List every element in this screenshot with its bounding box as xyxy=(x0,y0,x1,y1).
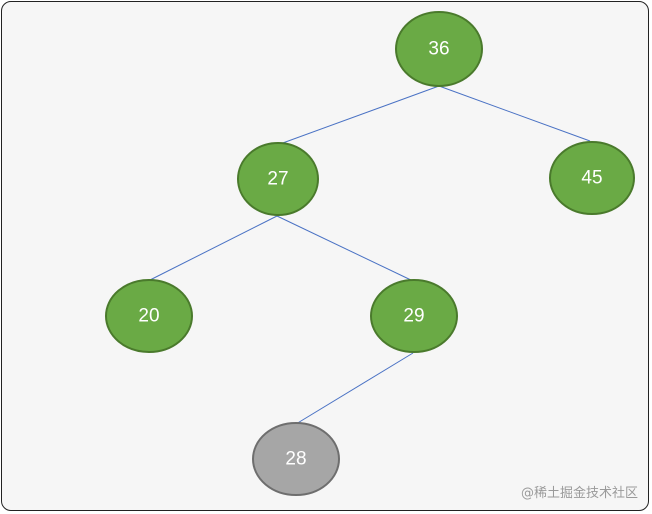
node-27-label: 27 xyxy=(267,169,288,190)
node-20-label: 20 xyxy=(138,306,159,327)
node-29-label: 29 xyxy=(403,306,424,327)
tree-node: 27 xyxy=(237,142,319,216)
edge-36-45 xyxy=(438,85,591,142)
node-27-shape xyxy=(237,142,319,216)
node-45-label: 45 xyxy=(581,168,602,189)
tree-edges xyxy=(149,85,591,425)
edge-27-20 xyxy=(149,215,278,281)
node-28-label: 28 xyxy=(285,449,306,470)
watermark: @稀土掘金技术社区 xyxy=(520,486,638,501)
node-36-shape xyxy=(395,11,483,87)
edge-36-27 xyxy=(279,85,440,145)
tree-node: 20 xyxy=(105,279,193,353)
node-36-label: 36 xyxy=(428,39,449,60)
tree-node: 29 xyxy=(370,279,458,353)
tree-node: 36 xyxy=(395,11,483,87)
tree-node-new: 28 xyxy=(252,422,340,496)
tree-nodes: 36 27 45 20 29 28 xyxy=(105,11,635,496)
node-28-shape xyxy=(252,422,340,496)
edge-27-29 xyxy=(276,215,414,282)
edge-29-28 xyxy=(295,352,414,425)
node-45-shape xyxy=(549,141,635,215)
tree-node: 45 xyxy=(549,141,635,215)
node-20-shape xyxy=(105,279,193,353)
node-29-shape xyxy=(370,279,458,353)
